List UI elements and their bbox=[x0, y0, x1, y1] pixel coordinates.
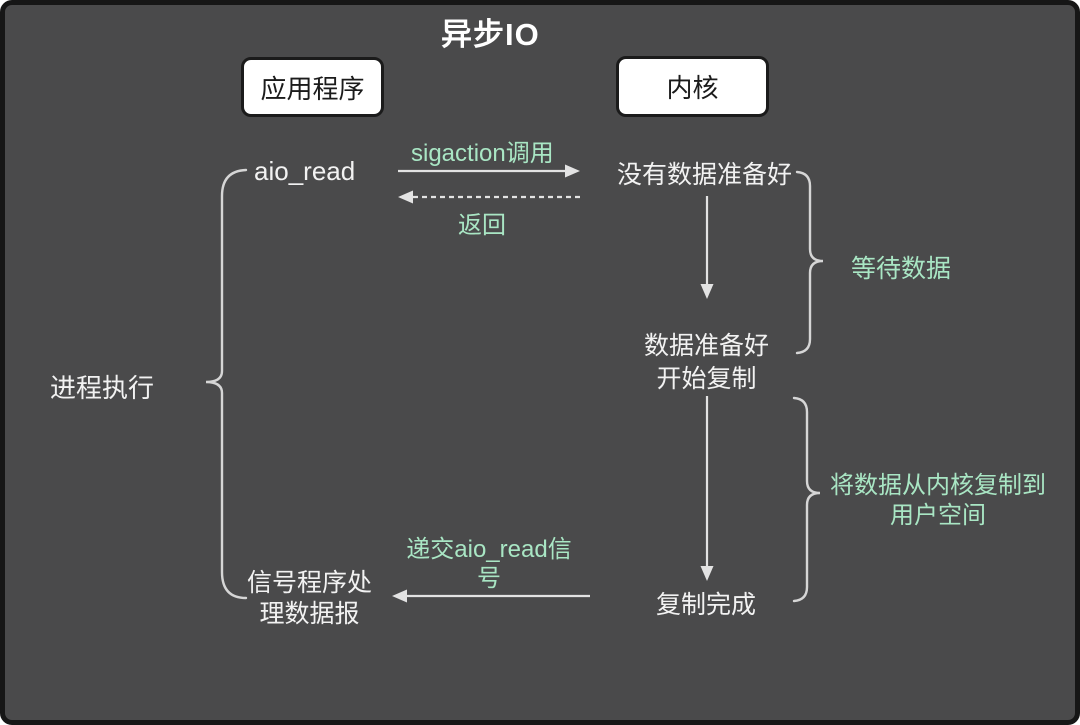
node-data-ready-line2: 开始复制 bbox=[656, 365, 757, 393]
node-no-data-ready: 没有数据准备好 bbox=[617, 161, 793, 189]
node-signal-handler: 信号程序处 理数据报 bbox=[243, 568, 376, 630]
annotation-copy-line1: 将数据从内核复制到 bbox=[830, 472, 1046, 499]
node-data-ready: 数据准备好 开始复制 bbox=[626, 330, 787, 396]
node-aio-read: aio_read bbox=[254, 156, 356, 186]
node-signal-handler-line1: 信号程序处 bbox=[246, 569, 372, 597]
annotation-wait-data: 等待数据 bbox=[851, 255, 952, 283]
node-copy-done: 复制完成 bbox=[656, 591, 757, 619]
application-box-label: 应用程序 bbox=[260, 73, 365, 104]
edge-label-return: 返回 bbox=[458, 212, 506, 239]
application-box: 应用程序 bbox=[241, 57, 384, 117]
edge-label-deliver-signal-line2: 号 bbox=[477, 565, 501, 592]
page-title: 异步IO bbox=[441, 17, 540, 52]
node-signal-handler-line2: 理数据报 bbox=[259, 600, 360, 628]
edge-label-sigaction-call: sigaction调用 bbox=[411, 140, 554, 167]
edge-label-deliver-signal: 递交aio_read信 号 bbox=[400, 535, 578, 593]
kernel-box: 内核 bbox=[616, 56, 769, 117]
node-data-ready-line1: 数据准备好 bbox=[643, 332, 769, 360]
annotation-copy-to-user-space: 将数据从内核复制到 用户空间 bbox=[824, 471, 1052, 531]
kernel-box-label: 内核 bbox=[666, 73, 719, 103]
annotation-copy-line2: 用户空间 bbox=[890, 502, 986, 529]
edge-label-deliver-signal-line1: 递交aio_read信 bbox=[406, 536, 572, 563]
node-process-exec: 进程执行 bbox=[50, 373, 155, 403]
